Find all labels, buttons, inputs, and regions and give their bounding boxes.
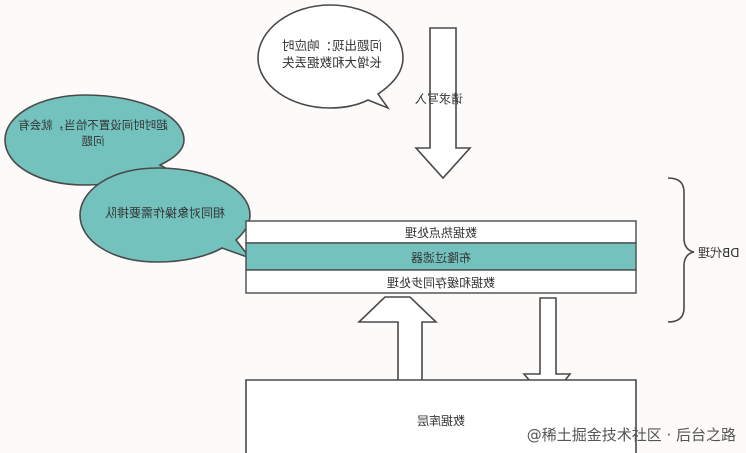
watermark: @稀土掘金技术社区 · 后台之路 (526, 426, 736, 444)
bubble-left-bottom-text: 相同对象操作需要排队 (104, 206, 225, 220)
db-proxy-brace (667, 177, 695, 323)
layer-sync-label: 数据和缓存同步处理 (386, 276, 495, 290)
bubble-top-text: 问题出现：响应时长增大和数据丢失 (282, 38, 383, 70)
db-proxy-label: DB代理 (698, 246, 740, 260)
layer-hotspot-label: 数据热点处理 (404, 226, 477, 240)
request-down-arrow (414, 27, 472, 180)
bubble-left-top-text: 超时时间设置不恰当，就会有问题 (18, 118, 168, 148)
speech-bubble-left-bottom (79, 167, 253, 263)
layer-sync-box (245, 269, 637, 294)
layer-bloom-label: 布隆过滤器 (410, 251, 471, 265)
storage-box (245, 379, 637, 453)
speech-bubble-top (257, 4, 404, 110)
request-in-label: 请求写入 (415, 92, 464, 106)
